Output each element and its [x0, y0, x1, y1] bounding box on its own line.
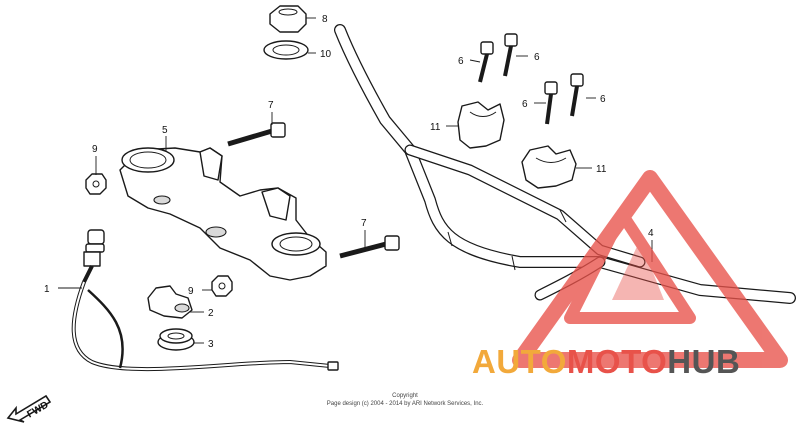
callout-labels: 8 10 7 5 9 1 9 2 3 7 6 6 6 6 11 11 4 — [44, 14, 654, 350]
copyright-title: Copyright — [392, 393, 418, 399]
washer-10[interactable] — [263, 40, 309, 60]
callout-4: 4 — [648, 228, 654, 239]
watermark-moto: MOTO — [566, 343, 668, 380]
upper-holder-right[interactable] — [521, 145, 577, 189]
bolt-7-upper[interactable] — [227, 122, 286, 147]
copyright-line: Page design (c) 2004 - 2014 by ARI Netwo… — [326, 401, 484, 407]
grommet-3[interactable] — [157, 328, 195, 351]
callout-3: 3 — [208, 339, 214, 350]
bracket-2[interactable] — [147, 285, 193, 319]
watermark-auto: AUTO — [472, 343, 567, 380]
watermark-logo-text: AUTOMOTOHUB — [472, 343, 740, 381]
callout-11b: 11 — [596, 164, 607, 175]
callout-6a: 6 — [458, 56, 464, 67]
leader-lines — [58, 17, 653, 344]
copyright-notice: Copyright Page design (c) 2004 - 2014 by… — [300, 392, 510, 408]
watermark-hub: HUB — [667, 343, 741, 380]
callout-7-lower: 7 — [361, 218, 367, 229]
nut-8[interactable] — [269, 5, 307, 33]
callout-9-lower: 9 — [188, 286, 194, 297]
bolt-6d[interactable] — [570, 73, 584, 117]
callout-7-upper: 7 — [268, 100, 274, 111]
triangle-logo — [512, 170, 788, 368]
upper-holder-left[interactable] — [457, 101, 505, 149]
top-bridge[interactable] — [119, 147, 327, 281]
fwd-arrow-icon: FWD — [6, 394, 52, 423]
callout-10: 10 — [320, 49, 332, 60]
callout-11a: 11 — [430, 122, 441, 133]
bolt-6c[interactable] — [544, 81, 558, 125]
callout-6d: 6 — [600, 94, 606, 105]
callout-5: 5 — [162, 125, 168, 136]
callout-6b: 6 — [534, 52, 540, 63]
callout-1: 1 — [44, 284, 50, 295]
bolt-7-lower[interactable] — [339, 235, 400, 259]
callout-8: 8 — [322, 14, 328, 25]
callout-6c: 6 — [522, 99, 528, 110]
bolt-6b[interactable] — [503, 33, 518, 77]
choke-cable[interactable] — [71, 229, 339, 372]
bolt-6a[interactable] — [478, 41, 494, 83]
nut-9-lower[interactable] — [211, 275, 233, 297]
callout-2: 2 — [208, 308, 214, 319]
callout-9-upper: 9 — [92, 144, 98, 155]
nut-9-upper[interactable] — [85, 173, 107, 195]
fwd-label: FWD — [25, 400, 50, 421]
